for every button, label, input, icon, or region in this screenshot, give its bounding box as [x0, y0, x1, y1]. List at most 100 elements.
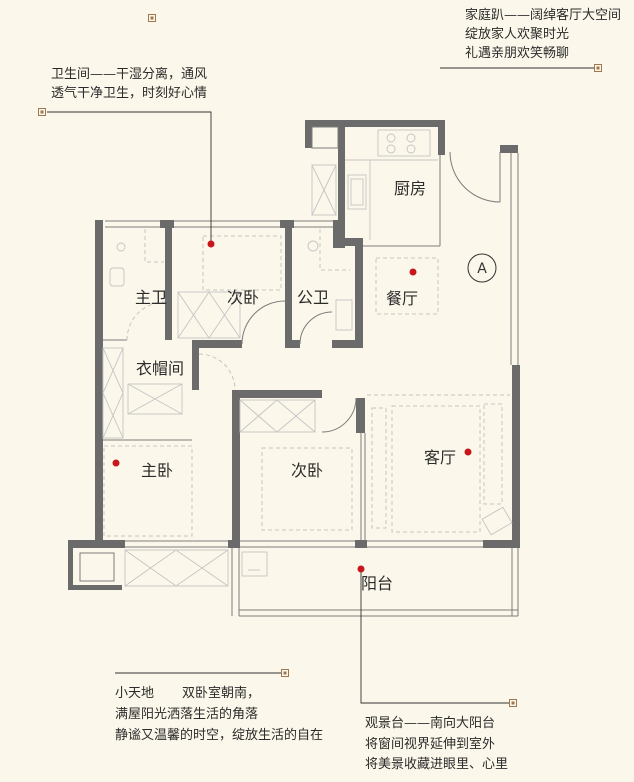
- tv-cabinet: [371, 407, 387, 529]
- label-bedroom-north: 次卧: [227, 288, 259, 307]
- stove: [377, 129, 431, 157]
- stove-burner: [406, 133, 416, 143]
- square-marker-outer: [148, 14, 156, 22]
- bedroom-south-door-arc: [321, 397, 357, 433]
- master-bath-wall-right: [165, 228, 172, 340]
- annotation-line: 双卧室朝南，: [182, 685, 260, 701]
- square-marker-inner: [40, 110, 44, 114]
- annotation-line: 观景台——南向大阳台: [365, 715, 495, 731]
- square-marker-icon: [594, 64, 602, 72]
- master-bedroom-bed: [103, 445, 193, 537]
- square-marker-outer: [281, 669, 289, 677]
- stove-burner: [386, 133, 396, 143]
- leader-bathroom: [47, 111, 212, 244]
- square-marker-outer: [594, 64, 602, 72]
- label-walk-in-closet: 衣帽间: [136, 359, 184, 378]
- furniture: [102, 129, 513, 587]
- leader-end-markers: [38, 14, 602, 707]
- wall-segment: [280, 220, 294, 228]
- public-bath-door-arc: [299, 311, 333, 345]
- bedroom-north-door-arc: [241, 300, 286, 345]
- wall-segment: [160, 220, 174, 228]
- leader-lines: [47, 67, 594, 704]
- balcony-railing: [239, 609, 518, 617]
- leader-balcony: [360, 569, 509, 704]
- living-carpet: [391, 405, 481, 533]
- bedroom-south-bed: [261, 447, 353, 531]
- dining-wall-left: [355, 238, 363, 348]
- window-right-living: [510, 153, 519, 365]
- master-bath-door-arc: [126, 301, 166, 341]
- annotation-line: 将美景收藏进眼里、心里: [365, 757, 508, 772]
- armchair: [481, 506, 513, 536]
- red-dot-icon: [207, 240, 215, 248]
- wall-segment: [338, 238, 363, 246]
- kitchen-wall-right: [438, 120, 445, 155]
- master-bath-toilet: [109, 267, 125, 287]
- square-marker-inner: [596, 66, 600, 70]
- doors: [126, 151, 501, 433]
- kitchen-counter: [345, 159, 438, 240]
- annotation-balcony: 观景台——南向大阳台 将窗间视界延伸到室外 将美景收藏进眼里、心里: [365, 715, 508, 772]
- window-bottom-bedroom-south: [240, 540, 355, 548]
- window-bottom-master: [125, 540, 228, 548]
- square-marker-inner: [283, 671, 287, 675]
- label-master-bath: 主卫: [135, 288, 167, 307]
- bedroom-north-bed: [202, 235, 282, 291]
- label-living-room: 客厅: [424, 448, 456, 467]
- kitchen-sink: [347, 174, 367, 210]
- public-bath-toilet: [307, 240, 319, 252]
- kitchen-closet: [311, 126, 339, 149]
- dining-table: [375, 257, 439, 315]
- square-marker-icon: [38, 108, 46, 116]
- annotation-line: 满屋阳光洒落生活的角落: [115, 706, 258, 722]
- annotation-title: 小天地: [115, 686, 154, 701]
- ac-box-wall-left: [68, 540, 73, 590]
- closet-wall-right: [192, 340, 199, 390]
- label-master-bedroom: 主卧: [141, 461, 173, 480]
- master-bath-sink: [116, 242, 126, 252]
- sofa: [483, 403, 503, 505]
- annotation-bedrooms: 小天地 双卧室朝南， 满屋阳光洒落生活的角落 静谧又温馨的时空，绽放生活的自在: [115, 685, 323, 743]
- annotation-line: 家庭趴——阔绰客厅大空间: [465, 7, 621, 23]
- balcony-wall-right: [511, 548, 519, 616]
- public-bath-wall-left: [285, 228, 292, 346]
- annotation-line: 将窗间视界延伸到室外: [365, 736, 495, 752]
- square-marker-inner: [511, 701, 515, 705]
- kitchen-edge: [363, 155, 441, 247]
- wall-segment: [500, 145, 518, 153]
- wall-segment: [483, 540, 520, 548]
- compass-ring: [467, 253, 497, 283]
- bay-window-cross: [124, 549, 229, 587]
- balcony-wall-left: [231, 548, 240, 616]
- wall-segment: [68, 540, 125, 548]
- bedroom-south-wall-left: [232, 390, 240, 540]
- square-marker-icon: [509, 699, 517, 707]
- label-kitchen: 厨房: [394, 179, 426, 198]
- stove-burner: [406, 144, 416, 154]
- room-markers: [112, 240, 472, 573]
- bedroom-south-wall-right-lower: [360, 433, 366, 540]
- ac-box-wall-bottom: [68, 585, 122, 590]
- closet-wardrobe-cross: [127, 383, 183, 415]
- square-marker-inner: [150, 16, 154, 20]
- square-marker-outer: [509, 699, 517, 707]
- window-bottom-living: [367, 540, 483, 548]
- kitchen-wall-left: [338, 127, 345, 248]
- bedroom-north-wardrobe-cross: [177, 291, 241, 339]
- kitchen-storage: [311, 164, 337, 216]
- red-dot-icon: [409, 268, 417, 276]
- window-top-public-bath: [294, 220, 333, 228]
- square-marker-outer: [38, 108, 46, 116]
- washing-machine: [241, 551, 268, 577]
- master-bedroom-door-arc: [198, 353, 236, 391]
- closet-wardrobe: [127, 383, 183, 415]
- outer-wall-right: [512, 365, 520, 548]
- outer-wall-left: [95, 220, 103, 548]
- windows: [79, 126, 519, 617]
- annotation-living: 家庭趴——阔绰客厅大空间 绽放家人欢聚时光 礼遇亲朋欢笑畅聊: [465, 7, 621, 61]
- red-dot-icon: [112, 459, 120, 467]
- annotation-line: 静谧又温馨的时空，绽放生活的自在: [115, 727, 323, 743]
- kitchen-wall-top: [305, 120, 445, 127]
